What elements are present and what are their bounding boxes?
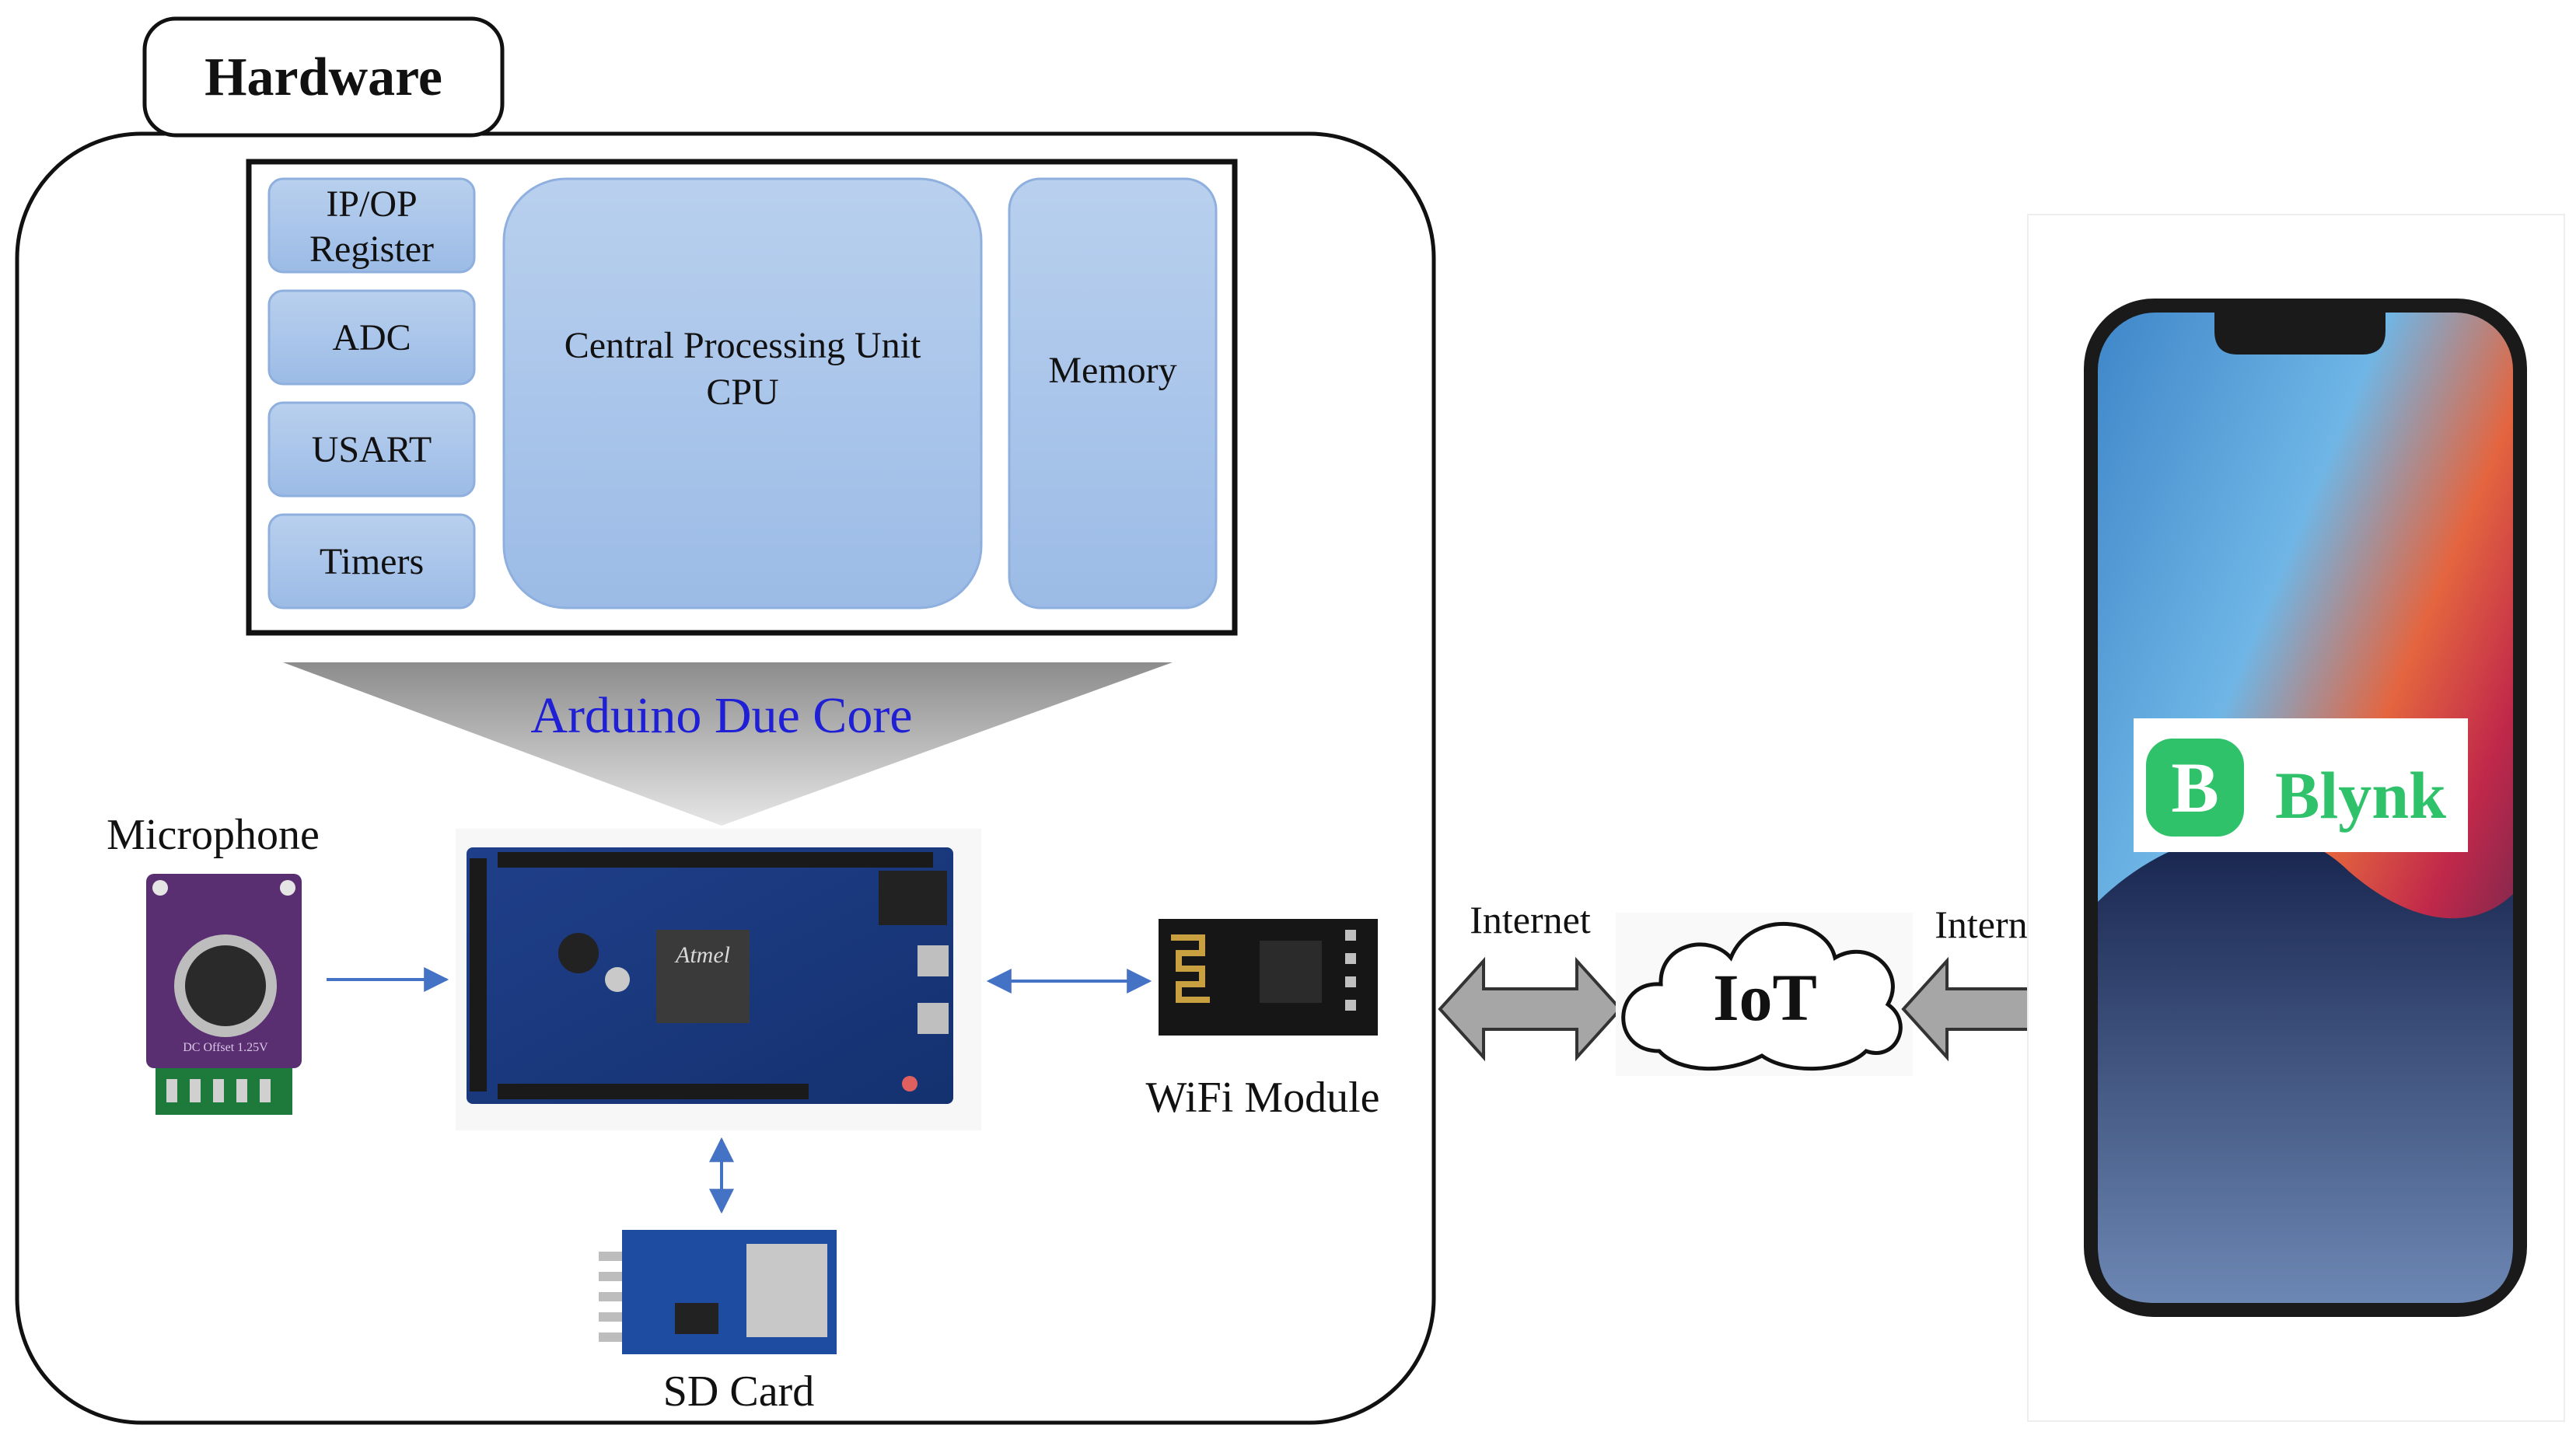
core-caption: Arduino Due Core <box>530 687 912 744</box>
adc-block <box>267 289 476 386</box>
sd-card-label: SD Card <box>663 1367 814 1416</box>
cpu-label-line2: CPU <box>706 372 778 413</box>
ip-op-register-block <box>267 177 476 274</box>
ip-op-register-label-line1: IP/OP <box>326 183 417 225</box>
blynk-app-name: Blynk <box>2275 758 2446 833</box>
ip-op-register-label-line2: Register <box>309 229 434 270</box>
wifi-module-label: WiFi Module <box>1145 1074 1379 1122</box>
timers-block <box>267 513 476 609</box>
microphone-module: Microphone DC Offset 1.25V <box>107 811 320 1115</box>
microphone-image: DC Offset 1.25V <box>146 874 302 1115</box>
iot-cloud: IoT <box>1616 913 1913 1076</box>
cloud-shape <box>1621 921 1903 1071</box>
network-section: Internet IoT Internet <box>1438 898 2081 1076</box>
wifi-module: WiFi Module <box>1145 919 1380 1122</box>
iot-label: IoT <box>1713 960 1817 1035</box>
chip-brand: Atmel <box>674 942 730 968</box>
arduino-due-board: Atmel <box>456 829 981 1130</box>
hardware-title: Hardware <box>204 47 442 107</box>
sd-card-module: SD Card <box>599 1230 837 1416</box>
memory-block <box>1008 177 1218 609</box>
funnel-shape <box>283 662 1173 826</box>
microphone-label: Microphone <box>107 811 320 859</box>
screen-lower-wave <box>2098 832 2513 1303</box>
smartphone: B Blynk <box>2027 214 2565 1422</box>
blynk-logo-icon <box>2146 739 2244 837</box>
core-funnel: Arduino Due Core <box>283 662 1173 826</box>
blynk-logo: B Blynk <box>2134 718 2468 852</box>
cpu-label-line1: Central Processing Unit <box>564 325 921 366</box>
blynk-logo-letter: B <box>2171 748 2218 827</box>
phone-notch <box>2214 313 2386 355</box>
usart-block <box>267 401 476 498</box>
timers-label: Timers <box>320 541 424 582</box>
usart-label: USART <box>312 429 432 470</box>
hardware-title-tab <box>142 16 505 138</box>
mic-board-text: DC Offset 1.25V <box>183 1041 268 1054</box>
internet-arrow-left <box>1438 956 1623 1062</box>
adc-label: ADC <box>332 317 411 358</box>
cpu-block <box>502 177 983 609</box>
memory-label: Memory <box>1048 350 1176 391</box>
arduino-core-block: IP/OP Register ADC USART Timers Central … <box>246 159 1238 636</box>
internet-label-left: Internet <box>1470 898 1591 941</box>
